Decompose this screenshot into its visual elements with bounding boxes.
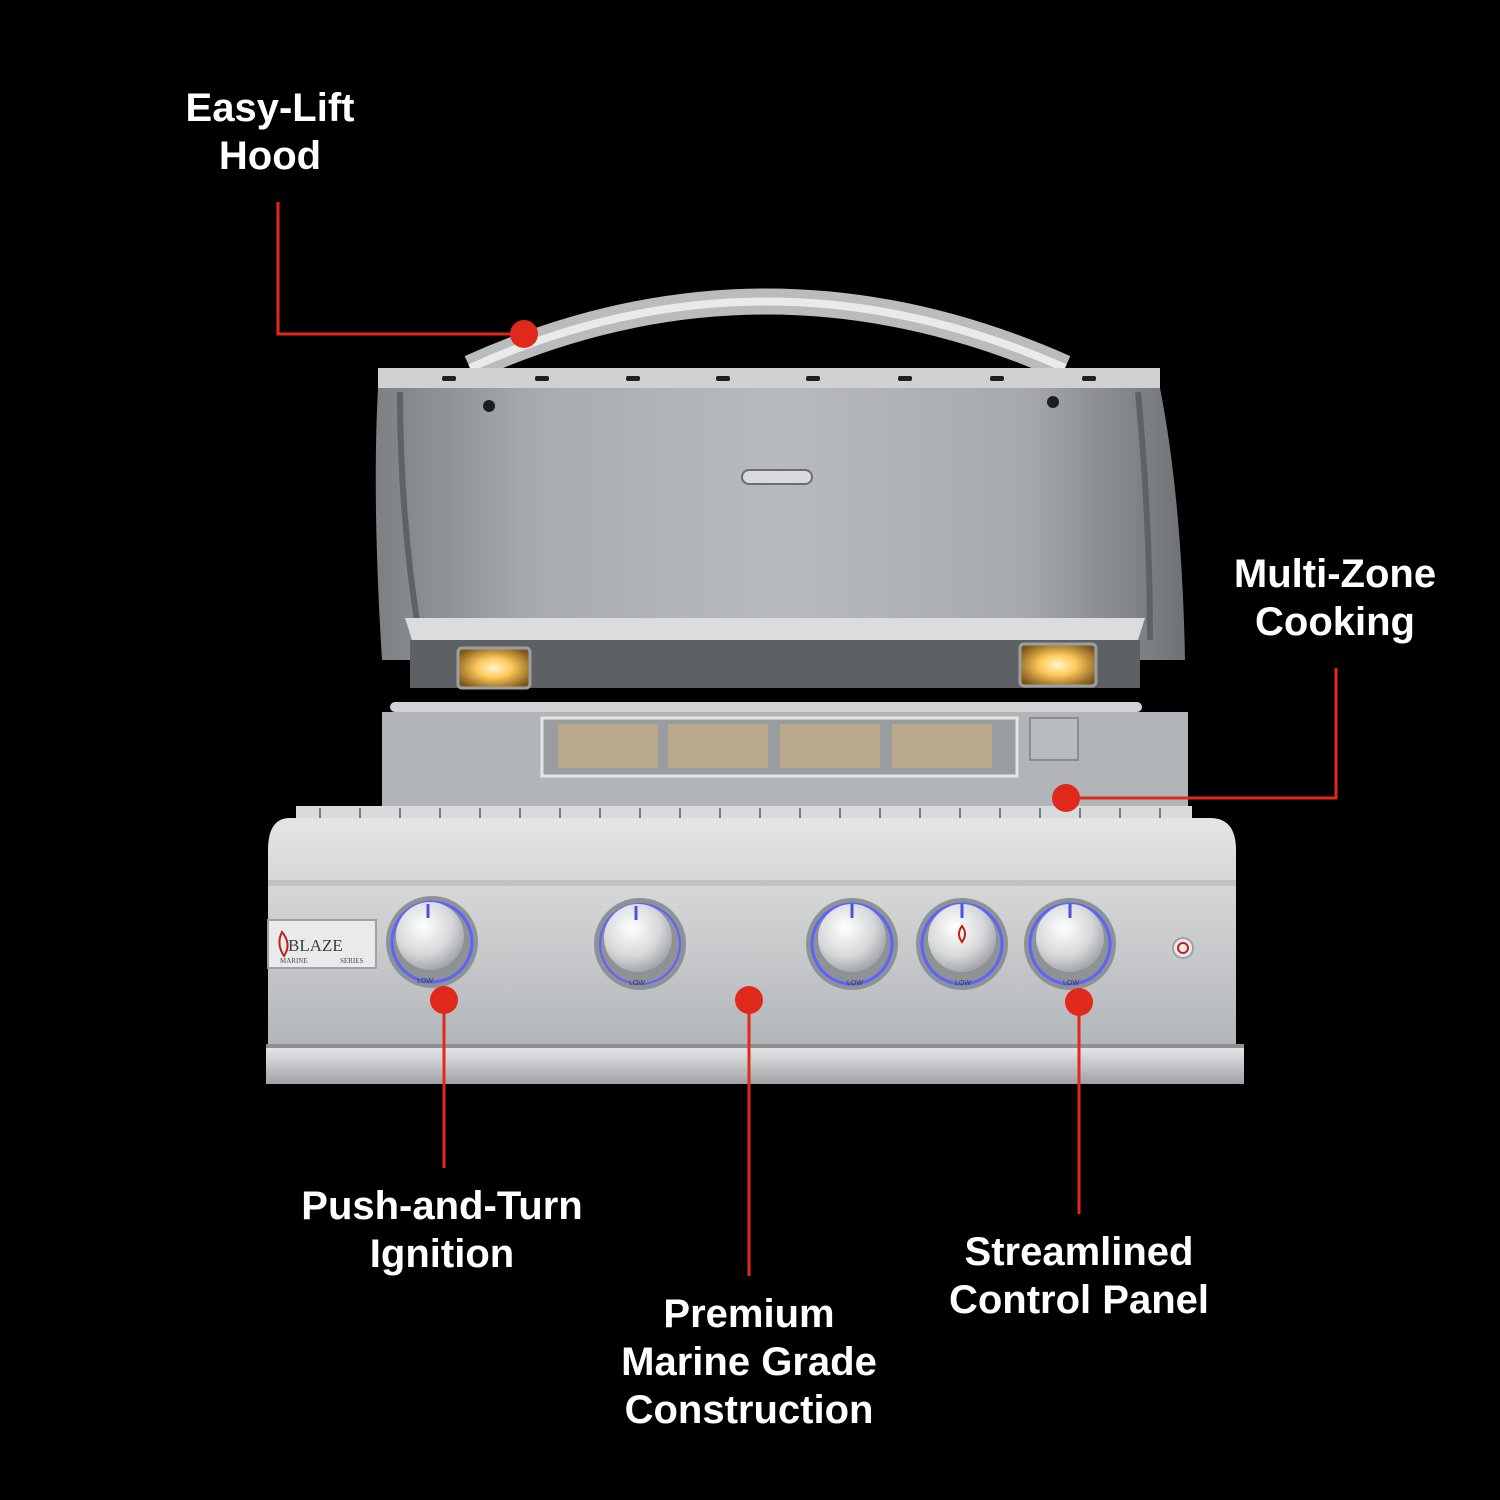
callout-zones-line-2: Cooking: [1255, 600, 1415, 644]
brand-series-left: MARINE: [280, 957, 308, 965]
flame-icon: [278, 930, 289, 958]
callout-streamlined-control-panel: Streamlined Control Panel: [930, 1228, 1228, 1324]
callout-construction-line-2: Marine Grade: [621, 1340, 877, 1384]
knob-3-label: LOW: [847, 980, 863, 987]
callout-hood-line-1: Easy-Lift: [185, 86, 355, 130]
grill-hood: [375, 370, 1185, 660]
knob-1-label: LOW: [417, 978, 433, 985]
knob-1: [386, 896, 478, 988]
callout-easy-lift-hood: Easy-Lift Hood: [170, 84, 370, 180]
callout-construction-line-1: Premium: [663, 1292, 835, 1336]
panel-marker-dot: [1065, 988, 1093, 1016]
knob-5-label: LOW: [1063, 980, 1079, 987]
hood-marker-dot: [510, 320, 538, 348]
callout-hood-line-2: Hood: [218, 134, 322, 178]
zones-marker-dot: [1052, 784, 1080, 812]
callout-multi-zone-cooking: Multi-Zone Cooking: [1205, 550, 1465, 646]
knob-2-label: LOW: [629, 980, 645, 987]
knob-5: [1024, 898, 1116, 990]
knob-4-label: LOW: [955, 980, 971, 987]
knob-4: [916, 898, 1008, 990]
callout-push-and-turn-ignition: Push-and-Turn Ignition: [282, 1182, 602, 1278]
knob-2: [594, 898, 686, 990]
callout-construction-line-3: Construction: [624, 1388, 874, 1432]
callout-zones-line-1: Multi-Zone: [1233, 552, 1437, 596]
callout-ignition-line-1: Push-and-Turn: [301, 1184, 583, 1228]
callout-panel-line-1: Streamlined: [964, 1230, 1194, 1274]
callout-ignition-line-2: Ignition: [369, 1232, 515, 1276]
brand-name: BLAZE: [288, 936, 343, 955]
callout-panel-line-2: Control Panel: [948, 1278, 1210, 1322]
ignition-marker-dot: [430, 986, 458, 1014]
construction-marker-dot: [735, 986, 763, 1014]
brand-series-right: SERIES: [340, 957, 363, 965]
callout-premium-marine-grade-construction: Premium Marine Grade Construction: [596, 1290, 902, 1434]
power-button-icon: [1172, 937, 1194, 959]
zones-leader-line: [1066, 668, 1338, 800]
knob-3: [806, 898, 898, 990]
control-panel: [268, 818, 1236, 1046]
hood-leader-line: [276, 202, 524, 336]
